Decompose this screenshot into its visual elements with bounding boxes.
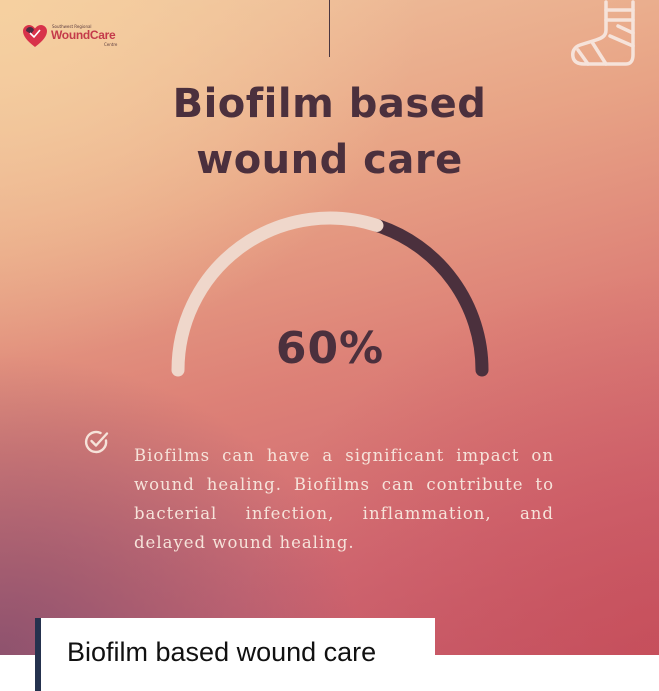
bandaged-foot-icon <box>571 0 635 66</box>
title-line-2: wound care <box>196 137 463 183</box>
caption-box: Biofilm based wound care <box>35 618 435 691</box>
logo-centre-text: Centre <box>104 42 118 47</box>
infographic-poster: Southwest Regional WoundCare Centre Biof… <box>0 0 659 655</box>
title-line-1: Biofilm based <box>172 81 487 127</box>
body-paragraph: Biofilms can have a significant impact o… <box>134 445 554 552</box>
gauge-remaining-arc <box>370 218 489 377</box>
caption-text: Biofilm based wound care <box>67 637 377 667</box>
logo-brand-name: WoundCare <box>51 28 116 42</box>
poster-title: Biofilm based wound care <box>0 76 659 188</box>
heart-logo-icon <box>23 25 47 47</box>
check-circle-icon <box>84 430 109 454</box>
gauge-value-label: 60% <box>276 323 384 374</box>
woundcare-logo: Southwest Regional WoundCare Centre <box>22 22 132 50</box>
logo-region-text: Southwest Regional <box>52 24 92 29</box>
progress-gauge: 60% <box>171 211 489 377</box>
gauge-filled-arc <box>171 211 384 377</box>
top-divider-line <box>329 0 330 57</box>
